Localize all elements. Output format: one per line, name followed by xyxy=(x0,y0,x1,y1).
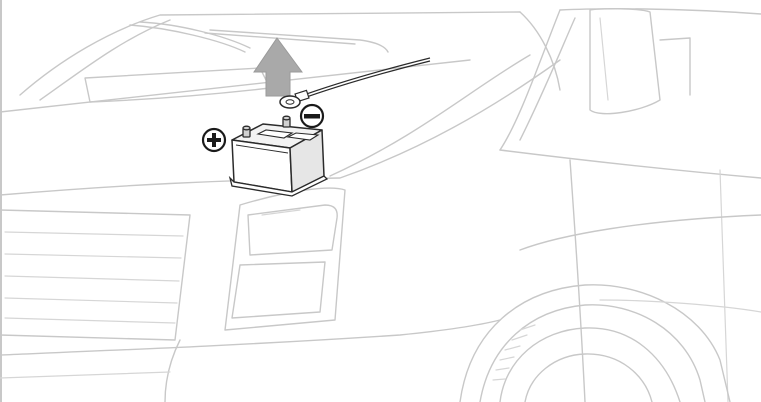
tyre-inner xyxy=(525,354,652,402)
headlamp-lower xyxy=(232,262,325,318)
plus-sign-icon xyxy=(203,129,225,151)
door-rear-edge xyxy=(570,160,585,402)
window-bottom-line xyxy=(500,150,761,178)
wheel-arch-outer xyxy=(460,285,730,402)
minus-sign-icon xyxy=(301,105,323,127)
grille-bar-2 xyxy=(5,254,181,258)
van-outline xyxy=(0,9,761,402)
windshield-inner-edge xyxy=(40,20,170,100)
eyelet-hole xyxy=(286,100,294,104)
mirror-inner-edge xyxy=(600,18,608,100)
bumper-lower xyxy=(0,372,170,378)
mirror-arm xyxy=(660,38,690,95)
bumper-corner xyxy=(165,340,180,402)
lower-body-line xyxy=(600,300,761,312)
wheel-arch-inner xyxy=(480,305,705,402)
positive-terminal xyxy=(243,126,250,137)
headlamp-housing xyxy=(225,188,345,330)
tyre-outer xyxy=(500,328,680,402)
grille-bar-3 xyxy=(5,276,179,281)
battery-icon xyxy=(230,116,327,196)
ground-cable-eyelet xyxy=(280,58,430,108)
headlamp-upper xyxy=(248,205,337,255)
cowl-line xyxy=(0,60,470,112)
negative-terminal xyxy=(283,116,290,127)
grille-bar-5 xyxy=(5,318,175,323)
hood-crease xyxy=(330,55,530,176)
grille-bar-4 xyxy=(5,298,177,303)
body-side-crease xyxy=(520,215,761,250)
arrow-up-icon xyxy=(254,38,302,96)
grille-bar-1 xyxy=(5,232,183,236)
window-front-edge xyxy=(520,18,575,140)
